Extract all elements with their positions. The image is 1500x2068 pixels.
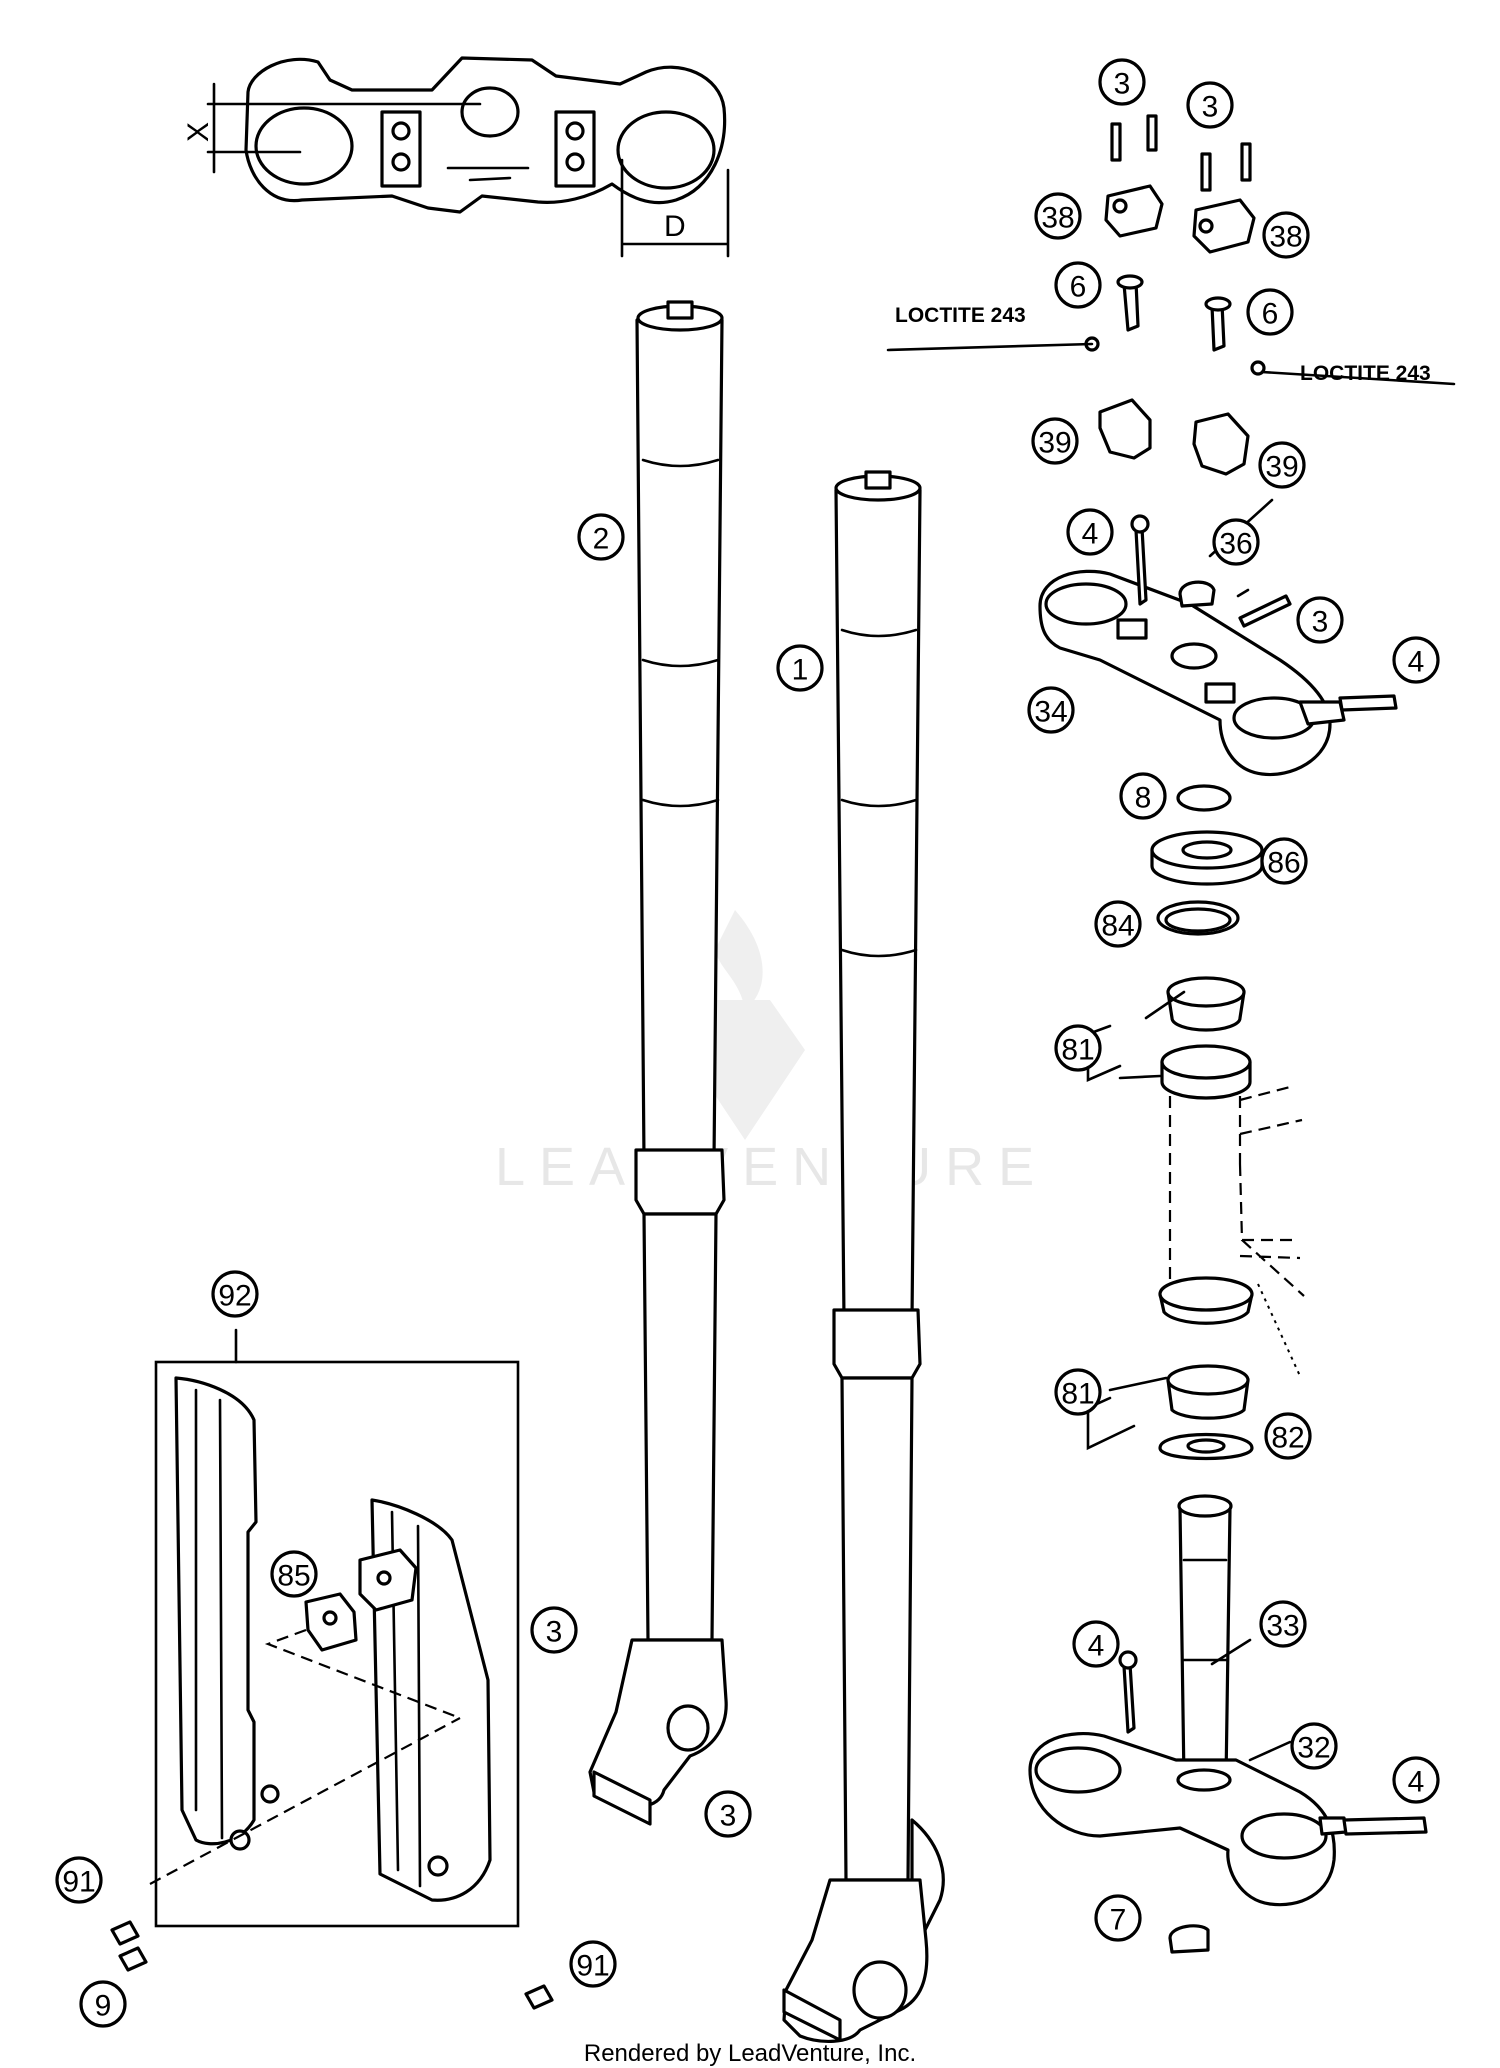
svg-text:3: 3 [1114,68,1131,101]
callout-4-top-bolt: 4 [1066,508,1114,556]
callout-81-top: 81 [1054,1024,1102,1072]
svg-text:4: 4 [1088,1630,1105,1663]
svg-text:3: 3 [1202,91,1219,124]
svg-text:3: 3 [546,1616,563,1649]
callout-84: 84 [1094,900,1142,948]
loctite-note-left: LOCTITE 243 [895,304,1026,327]
callout-6-left: 6 [1054,261,1102,309]
svg-text:92: 92 [218,1280,251,1313]
svg-text:33: 33 [1266,1610,1299,1643]
callout-8: 8 [1119,772,1167,820]
callout-81-bottom: 81 [1054,1368,1102,1416]
callout-4-bottom-bolt: 4 [1072,1620,1120,1668]
svg-text:3: 3 [1312,606,1329,639]
svg-text:91: 91 [62,1866,95,1899]
fork-leg-right [782,470,945,2043]
svg-text:38: 38 [1041,202,1074,235]
handlebar-clamp-parts [886,114,1456,476]
callout-85: 85 [270,1550,318,1598]
callout-1: 1 [776,644,824,692]
callout-3-top-b: 3 [1186,81,1234,129]
callout-3-top-a: 3 [1098,58,1146,106]
callout-32: 32 [1290,1722,1338,1770]
svg-text:6: 6 [1070,271,1087,304]
callout-3-fork-right: 3 [704,1790,752,1838]
callout-2: 2 [577,513,625,561]
dimension-d-label: D [664,210,686,243]
svg-text:8: 8 [1135,782,1152,815]
svg-text:4: 4 [1408,1766,1425,1799]
lower-triple-clamp [1028,1494,1428,1954]
callout-6-right: 6 [1246,288,1294,336]
svg-text:81: 81 [1061,1378,1094,1411]
svg-text:82: 82 [1271,1422,1304,1455]
svg-text:36: 36 [1219,528,1252,561]
svg-text:3: 3 [720,1800,737,1833]
steering-bearing-stack [1150,784,1305,1461]
svg-text:39: 39 [1265,451,1298,484]
callout-38-left: 38 [1034,192,1082,240]
callout-3-clamp: 3 [1296,596,1344,644]
watermark: LEADVENTURE [495,910,1048,1197]
callout-numbers: 1 2 3 3 3 3 3 4 4 4 4 6 6 7 8 9 32 33 34… [55,58,1440,2028]
callout-9: 9 [79,1980,127,2028]
svg-text:6: 6 [1262,298,1279,331]
svg-text:39: 39 [1038,427,1071,460]
callout-7: 7 [1094,1894,1142,1942]
callout-33: 33 [1259,1600,1307,1648]
upper-triple-clamp [1038,514,1398,777]
svg-text:4: 4 [1082,518,1099,551]
svg-text:2: 2 [593,523,610,556]
svg-text:34: 34 [1034,696,1067,729]
loctite-note-right: LOCTITE 243 [1300,362,1431,385]
callout-86: 86 [1260,837,1308,885]
callout-34: 34 [1027,686,1075,734]
svg-text:81: 81 [1061,1034,1094,1067]
callout-39-left: 39 [1031,417,1079,465]
triple-clamp-top-view: X D [182,56,730,258]
fork-leg-left [588,300,728,1826]
callout-82: 82 [1264,1412,1312,1460]
footer-credit: Rendered by LeadVenture, Inc. [583,2040,917,2067]
callout-4-top-side: 4 [1392,636,1440,684]
fork-protector-group [110,1328,554,2010]
svg-text:9: 9 [95,1990,112,2023]
dimension-x-label: X [182,122,215,142]
callout-36: 36 [1212,518,1260,566]
callout-38-right: 38 [1262,211,1310,259]
svg-text:91: 91 [576,1950,609,1983]
svg-text:84: 84 [1101,910,1134,943]
svg-text:4: 4 [1408,646,1425,679]
callout-91-left: 91 [55,1856,103,1904]
callout-3-fork-left: 3 [530,1606,578,1654]
callout-92: 92 [211,1270,259,1318]
svg-text:86: 86 [1267,847,1300,880]
callout-91-right: 91 [569,1940,617,1988]
svg-text:1: 1 [792,654,809,687]
watermark-text: LEADVENTURE [495,1137,1048,1197]
svg-text:38: 38 [1269,221,1302,254]
callout-4-bottom-side: 4 [1392,1756,1440,1804]
callout-39-right: 39 [1258,441,1306,489]
svg-text:32: 32 [1297,1732,1330,1765]
svg-text:85: 85 [277,1560,310,1593]
svg-text:7: 7 [1110,1904,1127,1937]
